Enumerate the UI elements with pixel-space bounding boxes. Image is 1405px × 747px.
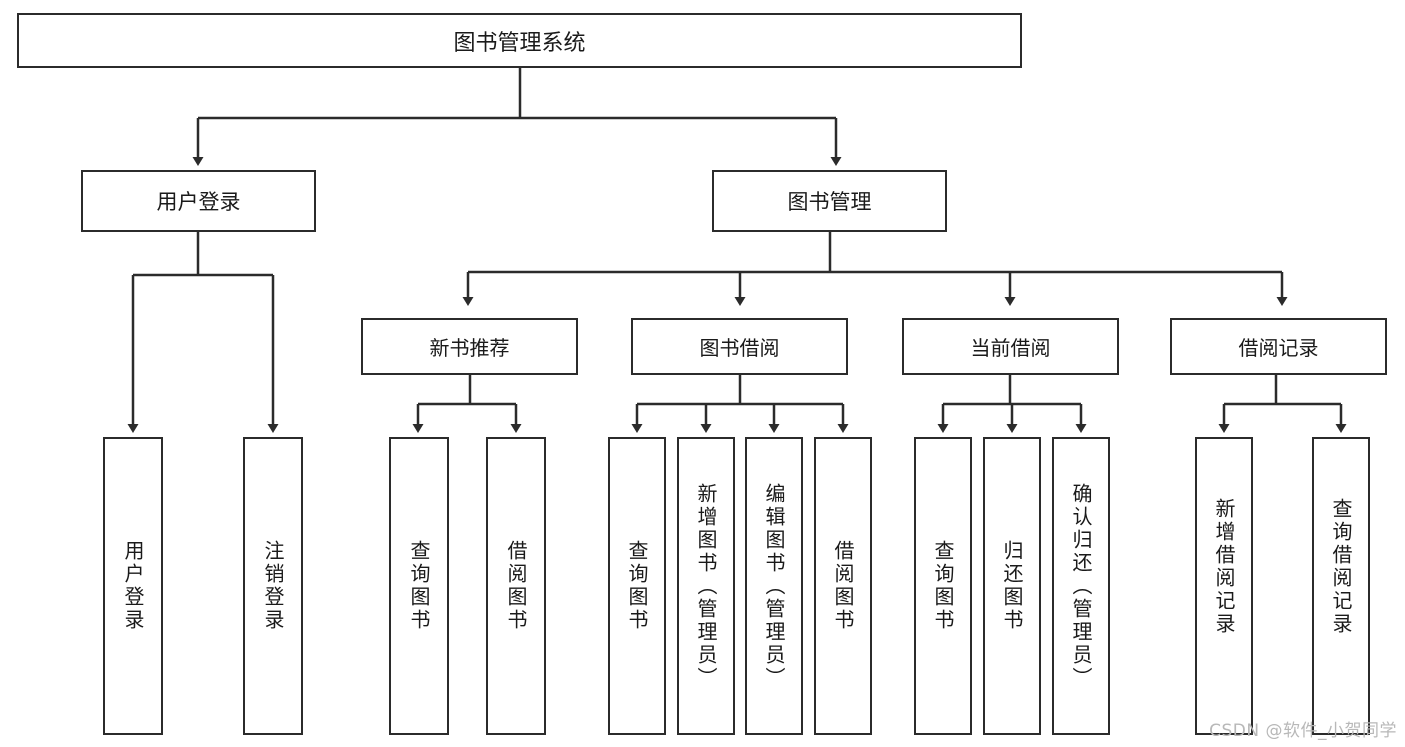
node-current-borrow-label: 当前借阅 (970, 336, 1051, 360)
leaf-add-record[interactable]: 新增借阅记录 (1195, 437, 1253, 735)
leaf-add-book[interactable]: 新增图书（管理员） (677, 437, 735, 735)
node-root-label: 图书管理系统 (453, 30, 586, 56)
leaf-borrow-book-1-label: 借阅图书 (504, 540, 528, 632)
node-book-borrow-label: 图书借阅 (699, 336, 780, 360)
node-current-borrow[interactable]: 当前借阅 (902, 318, 1119, 375)
node-book-manage-label: 图书管理 (787, 190, 872, 214)
leaf-query-record[interactable]: 查询借阅记录 (1312, 437, 1370, 735)
leaf-borrow-book-1[interactable]: 借阅图书 (486, 437, 546, 735)
leaf-confirm-return-label: 确认归还（管理员） (1069, 483, 1093, 690)
node-user-login[interactable]: 用户登录 (81, 170, 316, 232)
leaf-query-book-2-label: 查询图书 (625, 540, 649, 632)
leaf-user-login-label: 用户登录 (121, 540, 145, 632)
leaf-query-book-3-label: 查询图书 (931, 540, 955, 632)
node-book-manage[interactable]: 图书管理 (712, 170, 947, 232)
node-user-login-label: 用户登录 (156, 190, 241, 214)
node-book-borrow[interactable]: 图书借阅 (631, 318, 848, 375)
leaf-borrow-book-2[interactable]: 借阅图书 (814, 437, 872, 735)
node-root[interactable]: 图书管理系统 (17, 13, 1022, 68)
leaf-return-book[interactable]: 归还图书 (983, 437, 1041, 735)
watermark: CSDN @软件_小贺同学 (1209, 721, 1397, 741)
leaf-add-record-label: 新增借阅记录 (1212, 498, 1236, 636)
leaf-query-record-label: 查询借阅记录 (1329, 498, 1353, 636)
leaf-edit-book[interactable]: 编辑图书（管理员） (745, 437, 803, 735)
leaf-edit-book-label: 编辑图书（管理员） (762, 483, 786, 690)
leaf-query-book-3[interactable]: 查询图书 (914, 437, 972, 735)
leaf-borrow-book-2-label: 借阅图书 (831, 540, 855, 632)
leaf-confirm-return[interactable]: 确认归还（管理员） (1052, 437, 1110, 735)
leaf-query-book-1[interactable]: 查询图书 (389, 437, 449, 735)
node-borrow-record-label: 借阅记录 (1238, 336, 1319, 360)
node-new-book-recommend[interactable]: 新书推荐 (361, 318, 578, 375)
leaf-logout-login[interactable]: 注销登录 (243, 437, 303, 735)
leaf-query-book-2[interactable]: 查询图书 (608, 437, 666, 735)
leaf-logout-login-label: 注销登录 (261, 540, 285, 632)
leaf-query-book-1-label: 查询图书 (407, 540, 431, 632)
leaf-user-login[interactable]: 用户登录 (103, 437, 163, 735)
leaf-add-book-label: 新增图书（管理员） (694, 483, 718, 690)
node-new-book-recommend-label: 新书推荐 (429, 336, 510, 360)
leaf-return-book-label: 归还图书 (1000, 540, 1024, 632)
node-borrow-record[interactable]: 借阅记录 (1170, 318, 1387, 375)
